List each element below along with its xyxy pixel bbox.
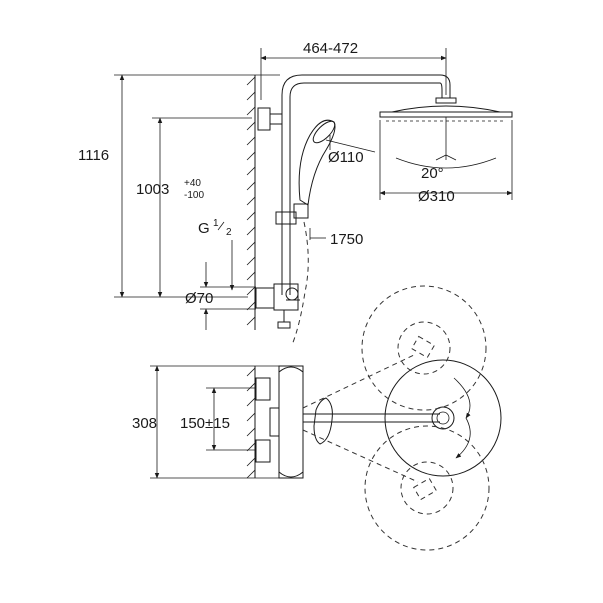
head-height-dimension: 1003 +40 -100: [136, 117, 252, 298]
outlet-diameter-label: Ø70: [185, 290, 213, 307]
shower-holder: [275, 203, 309, 225]
thread-denominator: 2: [226, 227, 232, 238]
head-diameter-dimension: Ø310: [379, 120, 513, 205]
inlet-spacing-dimension: 150±15: [180, 387, 256, 451]
riser-pipe: [281, 74, 451, 295]
inlet-spacing-label: 150±15: [180, 415, 230, 432]
thermostat-front: [255, 283, 300, 329]
plan-depth-label: 308: [132, 415, 157, 432]
arm-width-dimension: 464-472: [260, 40, 447, 100]
head-plan: [384, 359, 502, 477]
shower-hose: 1750: [291, 221, 363, 346]
head-height-label: 1003: [136, 181, 169, 198]
head-tolerance-minus: -100: [184, 190, 204, 201]
plan-view: 308 150±15: [132, 285, 502, 551]
total-height-label: 1116: [78, 147, 109, 164]
tilt-angle-dimension: 20°: [395, 154, 497, 182]
tilt-angle-label: 20°: [421, 165, 444, 182]
arm-width-label: 464-472: [303, 40, 358, 57]
thermostat-plan: [255, 365, 304, 479]
front-elevation: 464-472 20° Ø310 Ø110: [78, 40, 513, 346]
total-height-dimension: 1116: [78, 74, 280, 298]
hand-shower-diameter-label: Ø110: [328, 149, 364, 166]
hose-length-label: 1750: [330, 231, 363, 248]
swivel-positions: [302, 285, 490, 551]
outlet-diameter-dimension: Ø70: [185, 262, 256, 330]
thread-g-label: G: [198, 220, 210, 237]
wall-lower: [246, 366, 256, 479]
shower-arm-plan: [303, 397, 440, 445]
wall-bracket-top: [257, 107, 282, 131]
thread-numerator: 1: [213, 218, 219, 229]
hand-shower: Ø110: [298, 119, 376, 206]
head-diameter-label: Ø310: [418, 188, 455, 205]
plan-depth-dimension: 308: [132, 365, 280, 479]
overhead-shower-head: [379, 97, 513, 160]
head-tolerance-plus: +40: [184, 178, 201, 189]
thread-dimension: G 1 2: [198, 218, 235, 291]
wall-upper: [246, 75, 256, 330]
